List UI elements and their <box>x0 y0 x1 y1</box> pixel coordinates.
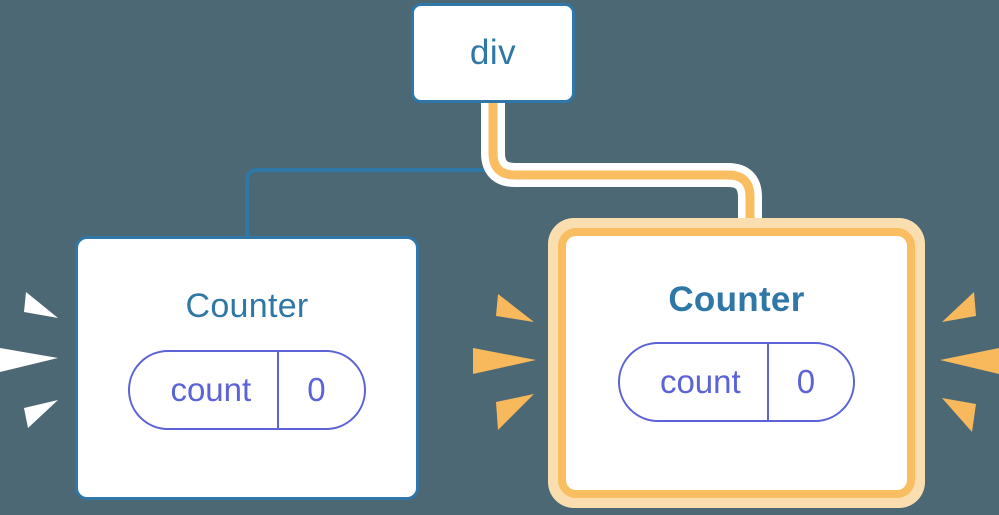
node-counter-right-inner: Counter count 0 <box>558 228 915 498</box>
node-counter-left[interactable]: Counter count 0 <box>75 236 419 500</box>
node-div-label: div <box>469 33 517 72</box>
state-pill-left[interactable]: count 0 <box>128 350 366 430</box>
node-counter-right[interactable]: Counter count 0 <box>548 218 925 508</box>
state-pill-right-value: 0 <box>796 363 816 400</box>
node-counter-left-label: Counter <box>185 287 309 325</box>
state-pill-right-name: count <box>620 344 769 420</box>
node-div[interactable]: div <box>411 3 575 103</box>
edge-div-to-counter-left <box>245 103 495 238</box>
state-pill-left-value: 0 <box>307 371 326 408</box>
edge-div-to-counter-right <box>488 103 755 236</box>
state-pill-left-name: count <box>130 352 280 428</box>
node-counter-right-label: Counter <box>668 280 805 319</box>
state-pill-right[interactable]: count 0 <box>617 342 856 422</box>
edge-div-to-counter-right-halo <box>481 103 762 236</box>
